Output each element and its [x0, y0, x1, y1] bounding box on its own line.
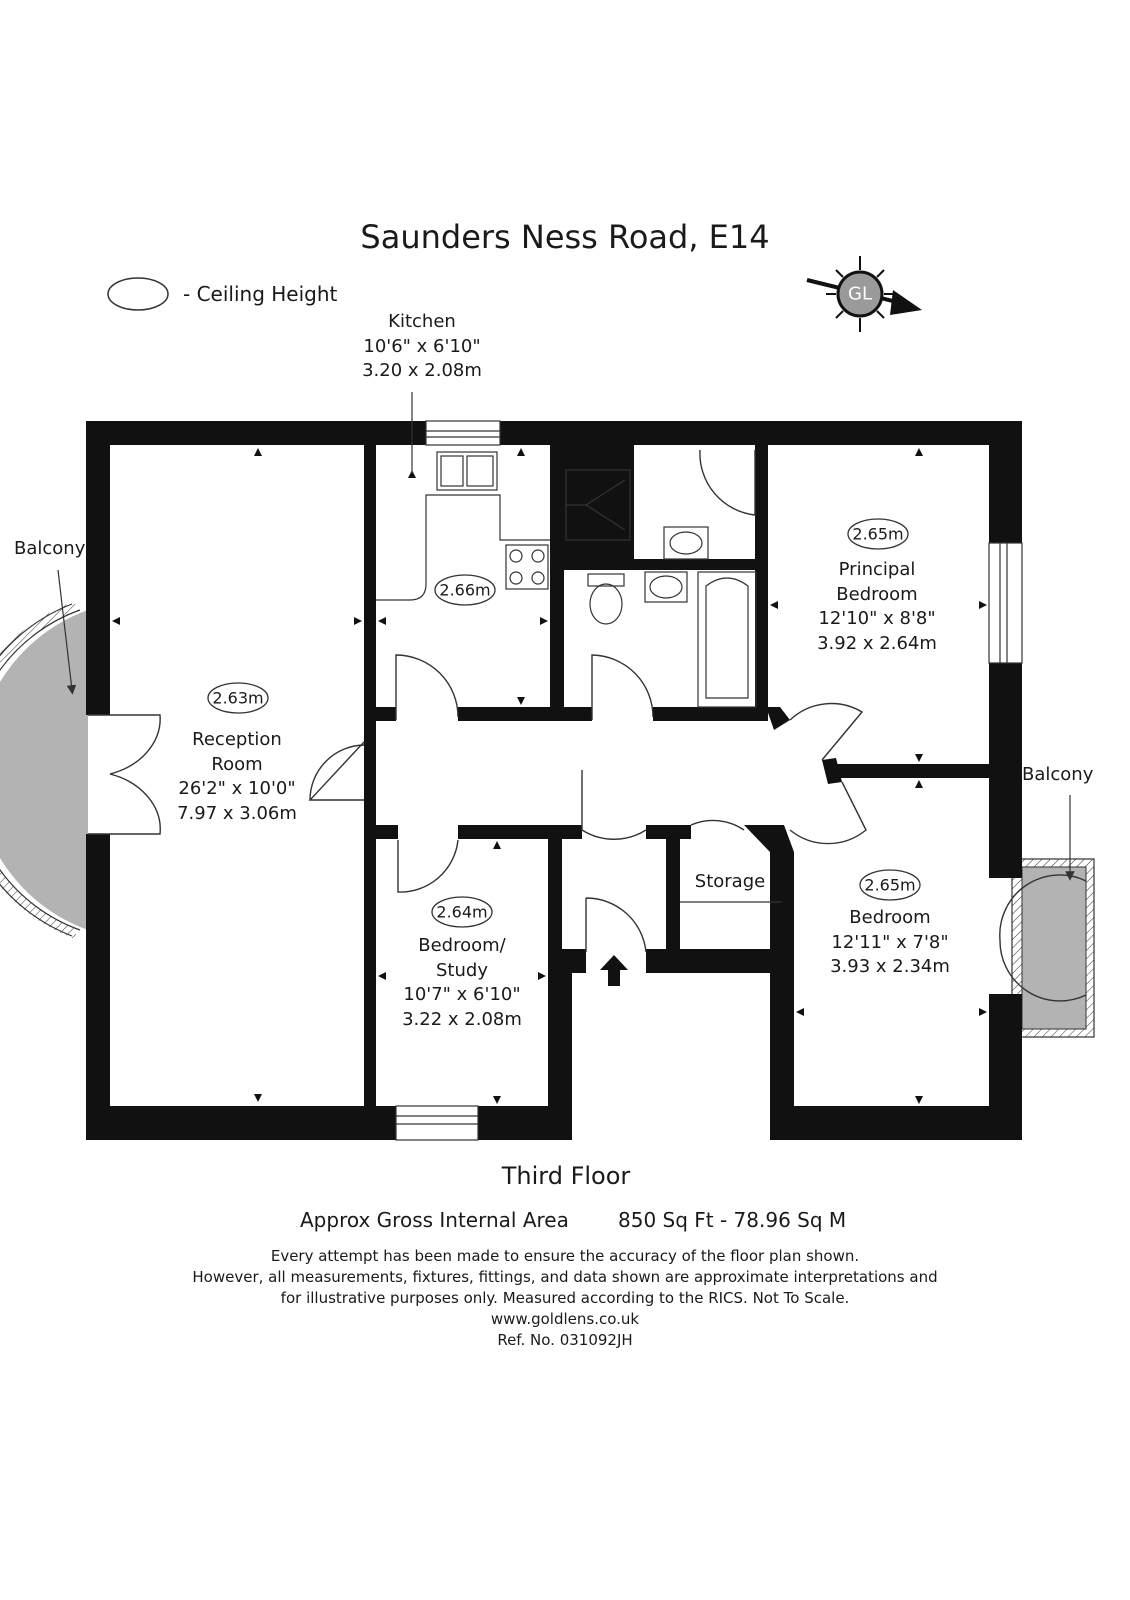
- balcony-right-area: [1011, 858, 1095, 1038]
- bathtub-icon: [697, 571, 757, 708]
- kitchen-ceiling-height: 2.66m: [439, 580, 491, 600]
- dimension-markers: [112, 448, 987, 1104]
- ceiling-height-legend-icon: [107, 277, 169, 311]
- principal-bedroom-imperial: 12'10" x 8'8": [818, 608, 936, 629]
- study-name-1: Bedroom/: [418, 935, 506, 956]
- doors: [88, 449, 1087, 1002]
- reception-ceiling-height: 2.63m: [212, 688, 264, 708]
- ensuite-basin-icon: [663, 526, 709, 560]
- website-link[interactable]: www.goldlens.co.uk: [490, 1310, 640, 1328]
- bedroom-imperial: 12'11" x 7'8": [831, 931, 949, 953]
- floor-name: Third Floor: [501, 1162, 631, 1190]
- compass-icon: [806, 256, 922, 332]
- disclaimer-line-2: However, all measurements, fixtures, fit…: [192, 1268, 938, 1286]
- balcony-right-label: Balcony: [1022, 764, 1094, 785]
- reception-name-1: Reception: [192, 729, 282, 750]
- bedroom-name: Bedroom: [849, 907, 931, 928]
- ceiling-ellipse-bedroom: [859, 869, 921, 901]
- bedroom-metric: 3.93 x 2.34m: [830, 956, 950, 977]
- fixtures: [376, 451, 782, 903]
- principal-bedroom-label: Principal Bedroom 12'10" x 8'8" 3.92 x 2…: [817, 558, 937, 656]
- balcony-left-label: Balcony: [14, 538, 86, 559]
- study-ceiling-height: 2.64m: [436, 902, 488, 922]
- disclaimer-line-3: for illustrative purposes only. Measured…: [280, 1289, 850, 1307]
- study-label: Bedroom/ Study 10'7" x 6'10" 3.22 x 2.08…: [402, 934, 522, 1032]
- ceiling-ellipse-principal: [847, 518, 909, 550]
- kitchen-name: Kitchen: [388, 311, 456, 332]
- kitchen-metric: 3.20 x 2.08m: [362, 360, 482, 381]
- principal-bedroom-ceiling-height: 2.65m: [852, 524, 904, 544]
- toilet-icon: [587, 573, 625, 587]
- ceiling-ellipse-study: [431, 896, 493, 928]
- disclaimer-line-1: Every attempt has been made to ensure th…: [270, 1247, 860, 1265]
- bath-basin-icon: [644, 571, 688, 603]
- ceiling-ellipse-reception: [207, 682, 269, 714]
- study-name-2: Study: [436, 959, 488, 981]
- property-title: Saunders Ness Road, E14: [360, 218, 770, 256]
- principal-bedroom-name-1: Principal: [838, 559, 916, 580]
- reference-number: Ref. No. 031092JH: [497, 1331, 633, 1349]
- reception-imperial: 26'2" x 10'0": [178, 778, 296, 799]
- reception-label: Reception Room 26'2" x 10'0" 7.97 x 3.06…: [177, 728, 297, 826]
- kitchen-imperial: 10'6" x 6'10": [363, 335, 481, 357]
- storage-label: Storage: [695, 870, 765, 895]
- balcony-left-area: [0, 601, 88, 939]
- bedroom-ceiling-height: 2.65m: [864, 875, 916, 895]
- area-label: Approx Gross Internal Area: [300, 1208, 569, 1232]
- kitchen-sink-icon: [436, 451, 498, 491]
- bedroom-label: Bedroom 12'11" x 7'8" 3.93 x 2.34m: [830, 906, 950, 980]
- ceiling-ellipse-kitchen: [434, 574, 496, 606]
- reception-metric: 7.97 x 3.06m: [177, 802, 297, 824]
- study-imperial: 10'7" x 6'10": [403, 984, 521, 1005]
- kitchen-label: Kitchen 10'6" x 6'10" 3.20 x 2.08m: [362, 310, 482, 384]
- compass-label: GL: [848, 283, 872, 305]
- ceiling-height-legend-label: - Ceiling Height: [183, 282, 338, 306]
- principal-bedroom-metric: 3.92 x 2.64m: [817, 632, 937, 654]
- reception-name-2: Room: [211, 753, 263, 775]
- entrance-arrow-icon: [600, 955, 628, 986]
- study-metric: 3.22 x 2.08m: [402, 1008, 522, 1030]
- storage-name: Storage: [694, 871, 766, 892]
- area-value: 850 Sq Ft - 78.96 Sq M: [618, 1208, 847, 1232]
- walls: [86, 421, 1022, 1140]
- windows: [395, 420, 1023, 1141]
- principal-bedroom-name-2: Bedroom: [836, 583, 918, 605]
- hob-icon: [505, 544, 549, 590]
